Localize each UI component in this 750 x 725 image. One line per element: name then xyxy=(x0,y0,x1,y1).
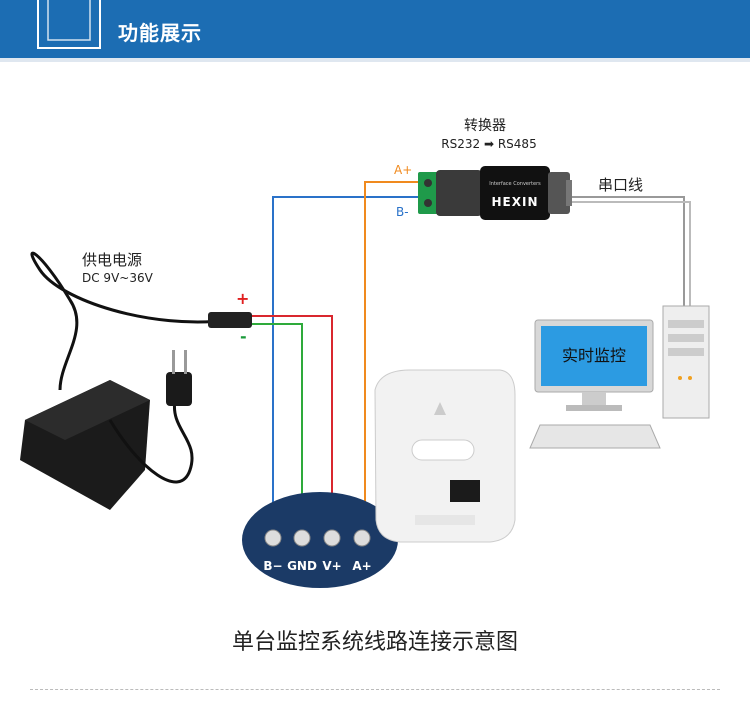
terminal-gnd-label: GND xyxy=(287,559,317,573)
wire-a-plus xyxy=(364,181,420,530)
wiring-diagram: HEXIN Interface Converters B− GND V+ A+ xyxy=(20,117,710,588)
rs232-rs485-converter: HEXIN Interface Converters xyxy=(418,166,572,220)
plus-label: + xyxy=(236,289,249,308)
header-underline xyxy=(0,58,750,62)
wire-v-plus xyxy=(250,315,333,530)
power-title: 供电电源 xyxy=(82,251,142,269)
section-title: 功能展示 xyxy=(118,21,202,45)
b-minus-label: B- xyxy=(396,205,409,219)
converter-subtitle: RS232 ➡ RS485 xyxy=(441,137,536,151)
minus-label: - xyxy=(240,327,247,346)
converter-small-text: Interface Converters xyxy=(489,181,541,187)
power-range: DC 9V~36V xyxy=(82,271,154,285)
header-decoration-icon xyxy=(37,0,101,49)
power-adapter xyxy=(20,251,252,510)
wire-b-minus xyxy=(272,196,420,530)
terminal-b-minus-label: B− xyxy=(263,559,282,573)
wire-gnd xyxy=(250,323,303,530)
serial-cable xyxy=(570,196,685,310)
monitor-screen-text: 实时监控 xyxy=(562,346,626,365)
converter-title: 转换器 xyxy=(464,117,506,134)
terminal-a-plus-label: A+ xyxy=(352,559,371,573)
diagram-caption: 单台监控系统线路连接示意图 xyxy=(231,630,518,655)
serial-cable-inner xyxy=(570,201,691,310)
sensor-housing xyxy=(374,369,516,543)
computer-setup: 实时监控 xyxy=(529,305,710,449)
terminal-board: B− GND V+ A+ xyxy=(242,492,398,588)
converter-brand: HEXIN xyxy=(492,195,539,209)
terminal-v-plus-label: V+ xyxy=(322,559,341,573)
bottom-divider xyxy=(30,689,720,690)
serial-cable-label: 串口线 xyxy=(598,176,643,194)
a-plus-label: A+ xyxy=(394,163,412,177)
section-header: 功能展示 xyxy=(0,0,750,58)
